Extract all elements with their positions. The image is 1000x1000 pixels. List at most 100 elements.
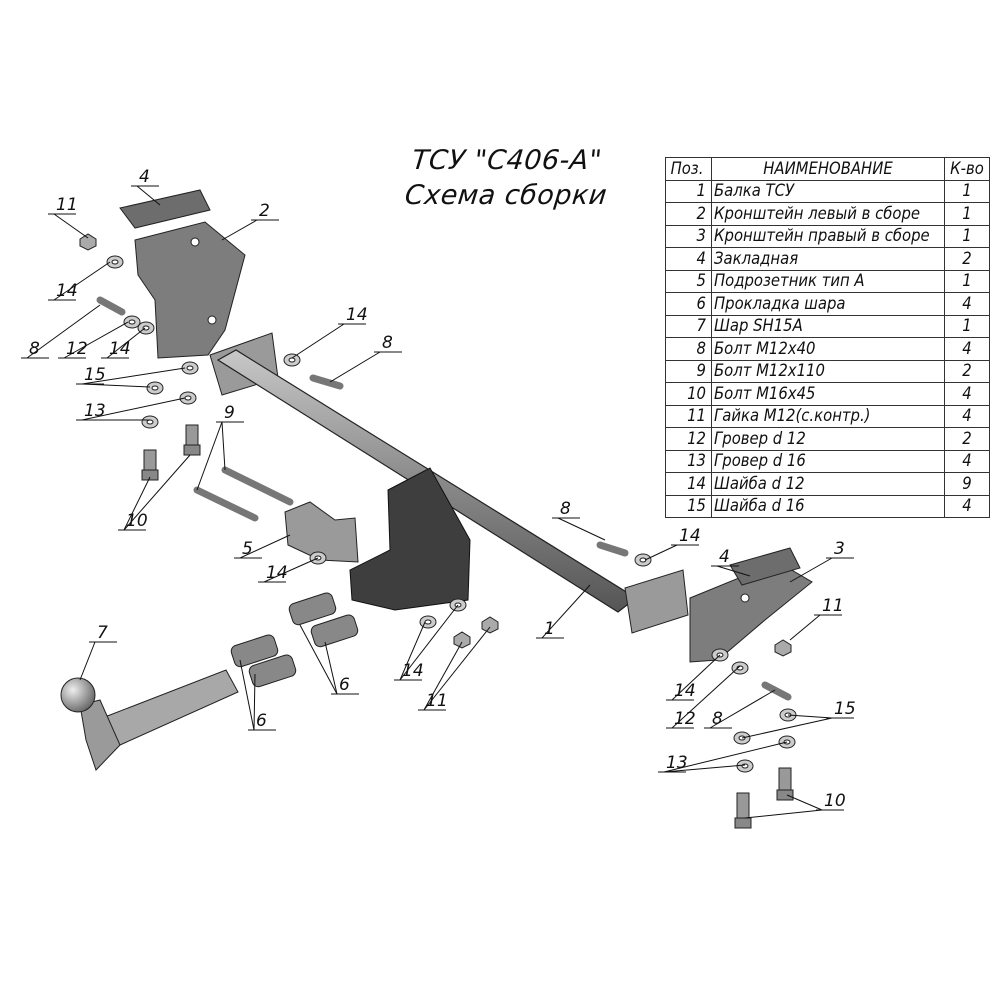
leader-line	[221, 421, 226, 471]
leader-line	[709, 689, 776, 729]
cell-pos: 9	[665, 359, 712, 383]
nut-icon	[774, 639, 792, 657]
table-header: Поз. НАИМЕНОВАНИЕ К-во	[665, 157, 990, 181]
bolt-icon	[309, 374, 344, 390]
cell-qty: 4	[944, 292, 990, 316]
callout-number: 5	[242, 539, 253, 559]
cell-pos: 8	[665, 337, 712, 361]
cell-qty: 4	[944, 449, 990, 473]
leader-line	[663, 741, 788, 773]
nut-icon	[453, 631, 471, 649]
bolt-icon	[185, 424, 199, 448]
cell-qty: 1	[944, 314, 990, 338]
callout-leaders	[21, 185, 854, 819]
callout-number: 8	[29, 339, 40, 359]
leader-line	[221, 219, 258, 241]
bolt-icon	[761, 681, 792, 701]
callout-number: 4	[719, 547, 730, 567]
callout-number: 14	[56, 281, 78, 301]
leader-line	[136, 185, 161, 206]
callout-number: 9	[224, 403, 235, 423]
callout-number: 3	[834, 539, 845, 559]
leader-line	[263, 557, 319, 583]
bolt-icon	[143, 449, 157, 473]
leader-line	[79, 641, 96, 681]
leader-line	[239, 659, 255, 731]
cell-pos: 15	[665, 494, 712, 518]
right-bracket-part-3	[689, 547, 813, 663]
beam-part-1	[209, 332, 689, 634]
cell-name: Подрозетник тип А	[711, 269, 945, 293]
leader-line	[239, 534, 291, 559]
bolt-icon	[778, 767, 792, 793]
cell-name: Болт М12х40	[711, 337, 945, 361]
leader-line	[716, 565, 751, 577]
cell-qty: 1	[944, 202, 990, 226]
cell-qty: 1	[944, 224, 990, 248]
leader-line	[557, 517, 606, 541]
fasteners	[79, 233, 797, 829]
header-pos: Поз.	[665, 157, 712, 181]
callout-number: 15	[84, 365, 106, 385]
callout-number: 6	[256, 711, 267, 731]
nut-icon	[79, 233, 97, 251]
cell-qty: 4	[944, 494, 990, 518]
leader-line	[106, 327, 146, 359]
leader-line	[81, 367, 186, 385]
bolt-icon	[736, 792, 750, 821]
cell-qty: 2	[944, 247, 990, 271]
ball-spacers-part-6	[230, 592, 359, 688]
callout-number: 10	[824, 791, 846, 811]
callout-number: 8	[382, 333, 393, 353]
diagram-subtitle: Схема сборки	[403, 180, 609, 211]
callout-number: 2	[259, 201, 270, 221]
cell-pos: 10	[665, 382, 712, 406]
leader-line	[324, 641, 338, 695]
callout-number: 14	[266, 563, 288, 583]
cell-qty: 4	[944, 382, 990, 406]
leader-line	[53, 261, 111, 301]
leader-line	[789, 614, 821, 641]
callout-number: 4	[139, 167, 150, 187]
callout-number: 13	[666, 753, 688, 773]
callout-number: 14	[109, 339, 131, 359]
cell-name: Болт М16х45	[711, 382, 945, 406]
socket-plate-part-5	[284, 501, 359, 563]
cell-qty: 4	[944, 404, 990, 428]
cell-qty: 2	[944, 427, 990, 451]
cell-name: Кронштейн правый в сборе	[711, 224, 945, 248]
callout-number: 6	[339, 675, 350, 695]
cell-name: Гровер d 12	[711, 427, 945, 451]
cell-pos: 3	[665, 224, 712, 248]
leader-line	[741, 717, 833, 739]
header-name: НАИМЕНОВАНИЕ	[711, 157, 945, 181]
leader-line	[789, 557, 833, 583]
callout-number: 14	[402, 661, 424, 681]
cell-name: Гайка М12(с.контр.)	[711, 404, 945, 428]
cell-pos: 6	[665, 292, 712, 316]
callout-number: 11	[822, 596, 844, 616]
callout-number: 11	[426, 691, 448, 711]
cell-name: Закладная	[711, 247, 945, 271]
callout-number: 11	[56, 195, 78, 215]
cell-qty: 1	[944, 179, 990, 203]
leader-line	[291, 323, 345, 359]
callout-number: 8	[712, 709, 723, 729]
cell-pos: 4	[665, 247, 712, 271]
cell-name: Гровер d 16	[711, 449, 945, 473]
cell-name: Шайба d 16	[711, 494, 945, 518]
cell-qty: 4	[944, 337, 990, 361]
